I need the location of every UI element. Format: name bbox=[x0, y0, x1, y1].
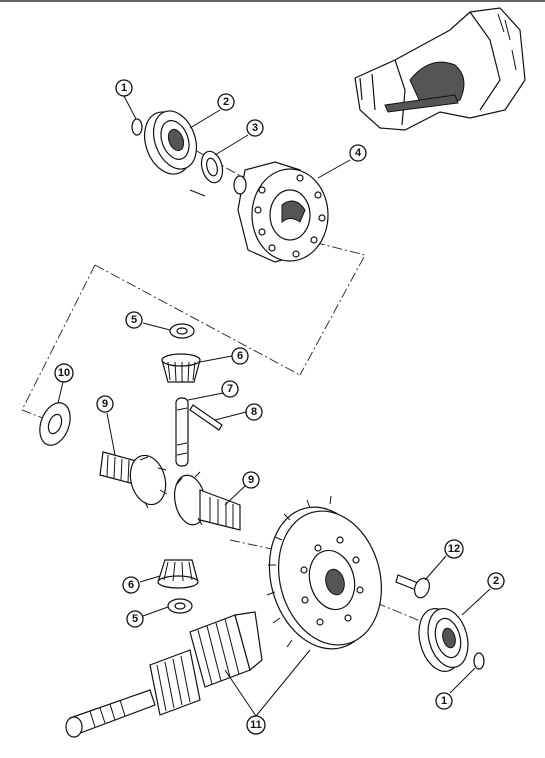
callout-1-top: 1 bbox=[115, 79, 133, 97]
planet-gear-upper bbox=[161, 353, 201, 383]
svg-text:4: 4 bbox=[355, 147, 362, 159]
crown-wheel bbox=[266, 495, 383, 650]
svg-text:5: 5 bbox=[132, 613, 138, 625]
side-gear-right bbox=[174, 471, 241, 531]
svg-text:7: 7 bbox=[227, 383, 233, 395]
callout-8: 8 bbox=[245, 403, 263, 421]
callout-10: 10 bbox=[54, 363, 74, 383]
thrust-washer-upper bbox=[169, 323, 195, 339]
callout-6-upper: 6 bbox=[231, 347, 249, 365]
svg-text:12: 12 bbox=[448, 543, 460, 555]
pinion-shaft bbox=[65, 611, 263, 738]
callout-9-left: 9 bbox=[96, 395, 114, 413]
planet-shaft bbox=[175, 397, 189, 467]
thrust-washer-lower bbox=[167, 598, 193, 614]
svg-text:1: 1 bbox=[121, 82, 127, 94]
svg-text:9: 9 bbox=[102, 398, 108, 410]
svg-text:10: 10 bbox=[58, 367, 70, 379]
svg-text:6: 6 bbox=[237, 350, 243, 362]
callout-4: 4 bbox=[349, 144, 367, 162]
callout-leader-lines bbox=[57, 95, 491, 717]
svg-text:6: 6 bbox=[128, 579, 134, 591]
o-ring-top bbox=[131, 118, 143, 136]
svg-text:5: 5 bbox=[131, 314, 137, 326]
planet-gear-lower bbox=[157, 559, 199, 589]
svg-text:1: 1 bbox=[441, 695, 447, 707]
transmission-locator-illustration bbox=[354, 7, 526, 131]
crown-wheel-bolt bbox=[395, 574, 431, 599]
svg-text:11: 11 bbox=[250, 719, 262, 731]
callout-labels: 1 2 3 4 5 6 7 8 10 9 9 12 2 6 5 1 11 bbox=[54, 79, 505, 735]
svg-text:2: 2 bbox=[493, 575, 499, 587]
svg-text:8: 8 bbox=[251, 406, 257, 418]
bearing-lower bbox=[418, 608, 469, 672]
svg-text:3: 3 bbox=[252, 122, 258, 134]
callout-11: 11 bbox=[246, 715, 266, 735]
callout-6-lower: 6 bbox=[122, 576, 140, 594]
callout-2-lower: 2 bbox=[487, 572, 505, 590]
svg-text:2: 2 bbox=[223, 96, 229, 108]
side-gear-left bbox=[99, 451, 168, 509]
bearing-top bbox=[144, 110, 198, 175]
callout-9-right: 9 bbox=[242, 471, 260, 489]
callout-5-upper: 5 bbox=[125, 311, 143, 329]
svg-text:9: 9 bbox=[248, 474, 254, 486]
callout-5-lower: 5 bbox=[126, 610, 144, 628]
shim-washer bbox=[189, 150, 224, 197]
callout-7: 7 bbox=[221, 380, 239, 398]
o-ring-lower bbox=[473, 652, 485, 670]
callout-1-lower: 1 bbox=[435, 692, 453, 710]
roll-pin bbox=[189, 404, 223, 431]
callout-2-top: 2 bbox=[217, 93, 235, 111]
callout-3: 3 bbox=[246, 119, 264, 137]
thrust-washer-large bbox=[39, 402, 71, 446]
differential-case bbox=[233, 161, 329, 263]
callout-12: 12 bbox=[444, 539, 464, 559]
